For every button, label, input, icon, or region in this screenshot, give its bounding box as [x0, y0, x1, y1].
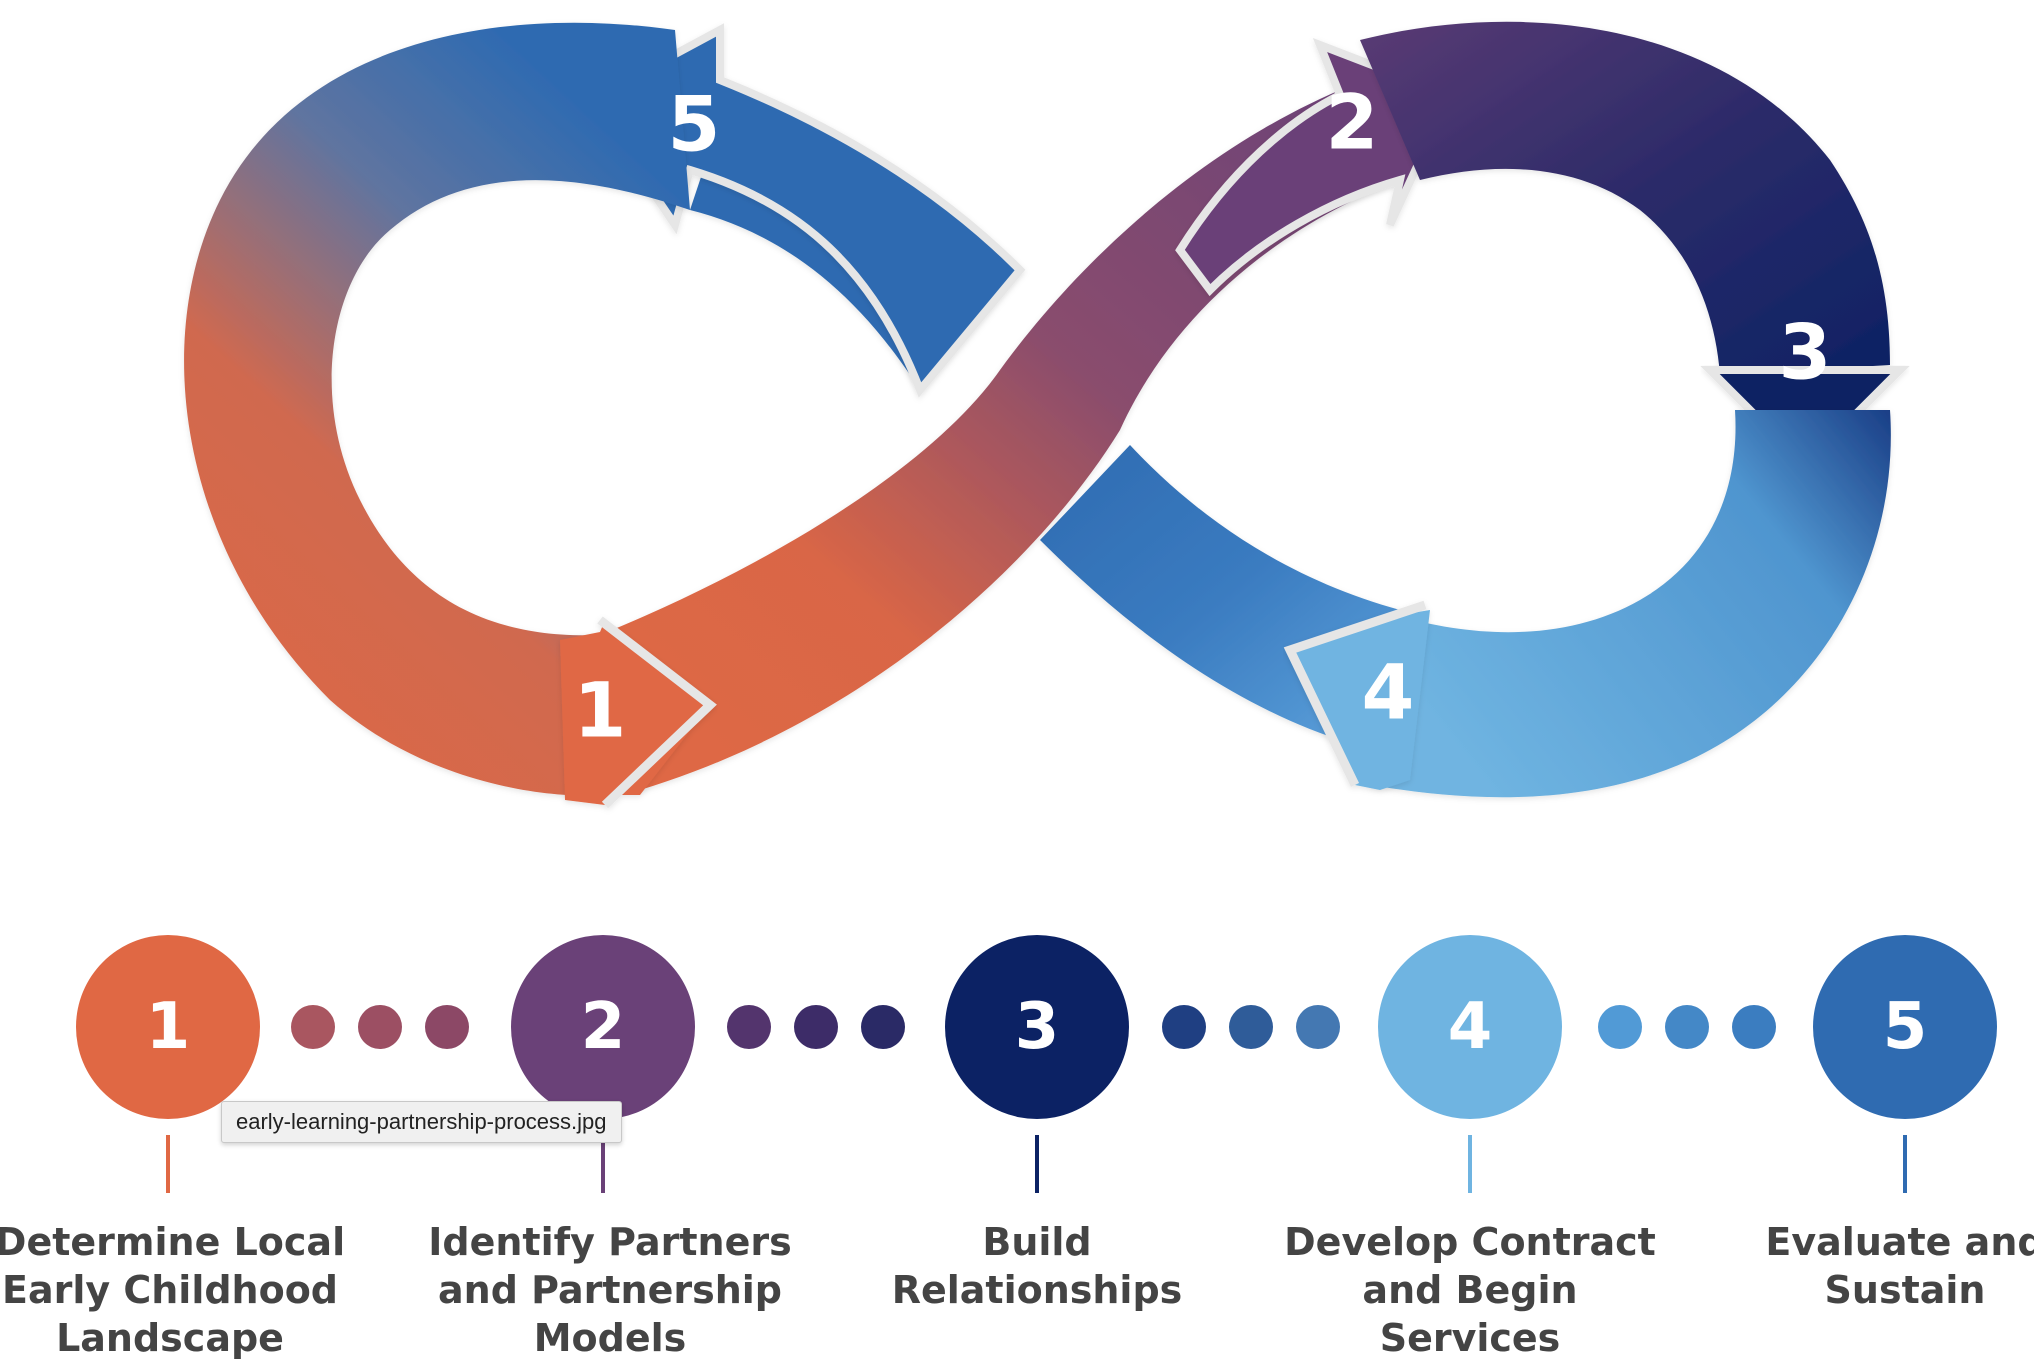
- step-1-circle: 1: [76, 935, 260, 1119]
- step-1-label: Determine Local Early Childhood Landscap…: [0, 1220, 346, 1360]
- connector-dot: [1732, 1005, 1776, 1049]
- filename-tooltip: early-learning-partnership-process.jpg: [221, 1101, 622, 1143]
- arrow-2-number: 2: [1326, 78, 1379, 167]
- step-5-connector-line: [1903, 1135, 1907, 1193]
- step-3-circle: 3: [945, 935, 1129, 1119]
- infinity-loop-diagram: 1 2 3 4 5: [184, 21, 1910, 809]
- arrow-5-number: 5: [668, 80, 721, 169]
- connector-dot: [861, 1005, 905, 1049]
- step-4-label: Develop Contract and Begin Services: [1284, 1220, 1656, 1360]
- connector-dot: [1598, 1005, 1642, 1049]
- connector-dot: [1665, 1005, 1709, 1049]
- step-4-connector-line: [1468, 1135, 1472, 1193]
- arrow-4: [1283, 600, 1430, 790]
- connector-dot: [358, 1005, 402, 1049]
- arrow-1: [560, 616, 717, 809]
- arrow-4-number: 4: [1362, 648, 1415, 737]
- band-3-to-4: [1370, 410, 1891, 798]
- connector-dot: [1296, 1005, 1340, 1049]
- step-4-circle: 4: [1378, 935, 1562, 1119]
- step-2-circle: 2: [511, 935, 695, 1119]
- connector-dot: [425, 1005, 469, 1049]
- step-5-circle: 5: [1813, 935, 1997, 1119]
- step-5-label: Evaluate and Sustain: [1765, 1220, 2034, 1312]
- arrow-3-number: 3: [1779, 308, 1832, 397]
- band-2-to-3: [1360, 21, 1890, 375]
- band-left-loop: [184, 22, 690, 796]
- connector-dot: [794, 1005, 838, 1049]
- connector-dot: [1162, 1005, 1206, 1049]
- connector-dot: [727, 1005, 771, 1049]
- arrow-1-number: 1: [574, 666, 627, 755]
- connector-dot: [1229, 1005, 1273, 1049]
- step-2-connector-line: [601, 1135, 605, 1193]
- step-3-label: Build Relationships: [891, 1220, 1183, 1312]
- step-2-label: Identify Partners and Partnership Models: [428, 1220, 792, 1360]
- step-3-connector-line: [1035, 1135, 1039, 1193]
- step-1-connector-line: [166, 1135, 170, 1193]
- connector-dot: [291, 1005, 335, 1049]
- arrow-2: [1175, 37, 1456, 297]
